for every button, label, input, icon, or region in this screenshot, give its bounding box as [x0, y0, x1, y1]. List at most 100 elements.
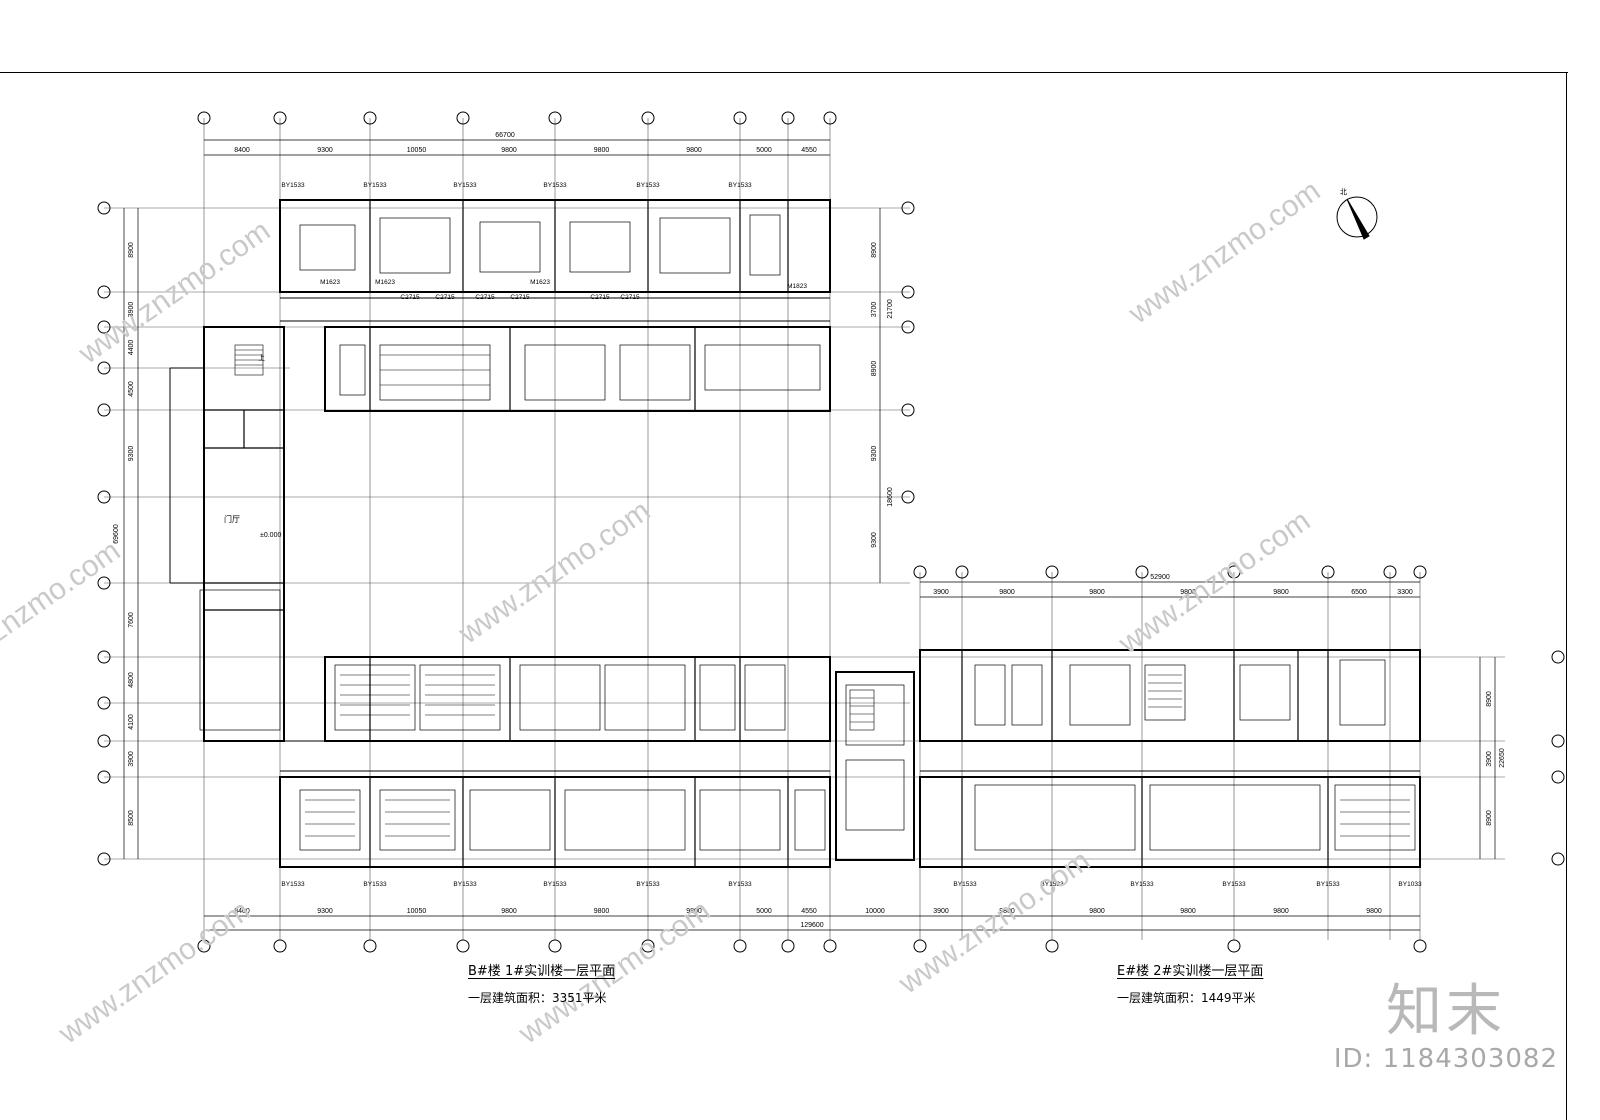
b-left-total: 69600 — [113, 524, 120, 544]
b-grid-bubbles-left — [97, 201, 111, 866]
b-top-dim: 9800 — [501, 147, 517, 154]
window-tag: BY1533 — [728, 182, 752, 189]
b-stairs — [234, 344, 875, 731]
b-grid-horizontal — [104, 207, 910, 860]
b-bottom-dim: 9800 — [501, 908, 517, 915]
e-top-dim: 9800 — [1089, 589, 1105, 596]
window-tag: BY1533 — [453, 182, 477, 189]
window-tag: BY1533 — [1130, 881, 1154, 888]
b-top-dim: 10050 — [407, 147, 427, 154]
b-room-partitions — [204, 200, 789, 867]
b-right-dim: 8900 — [871, 242, 878, 258]
corridor-tag: C2715 — [620, 294, 640, 301]
building-e-area: 一层建筑面积：1449平米 — [1117, 991, 1256, 1005]
b-right-dim: 3700 — [871, 302, 878, 318]
b-top-dim: 9800 — [686, 147, 702, 154]
site-watermark: www.znzmo.com — [72, 214, 276, 371]
b-left-dim: 7600 — [128, 612, 135, 628]
b-top-dim: 9300 — [317, 147, 333, 154]
e-bottom-dim: 3900 — [933, 908, 949, 915]
overall-bottom-total: 129600 — [800, 922, 823, 929]
building-e-title: E#楼 2#实训楼一层平面 — [1117, 964, 1264, 979]
e-grid-vertical — [919, 572, 1421, 940]
corridor-tag: C2715 — [510, 294, 530, 301]
watermark-id: ID: 1184303082 — [1333, 1044, 1558, 1074]
window-tag: BY1533 — [1316, 881, 1340, 888]
e-top-dim: 9800 — [999, 589, 1015, 596]
window-tag: BY1533 — [363, 182, 387, 189]
b-bottom-dim: 9800 — [594, 908, 610, 915]
b-walls — [203, 199, 915, 868]
site-watermark: www.znzmo.com — [1122, 174, 1326, 331]
b-bottom-dim: 4550 — [801, 908, 817, 915]
b-left-dim: 8500 — [128, 810, 135, 826]
b-bottom-dim: 5000 — [756, 908, 772, 915]
b-left-dim: 3900 — [128, 302, 135, 318]
e-top-dim: 3300 — [1397, 589, 1413, 596]
b-desk-hatch — [305, 354, 495, 837]
b-right-dim: 9300 — [871, 446, 878, 462]
b-left-dim: 8900 — [128, 242, 135, 258]
b-right-upper-total: 21700 — [887, 299, 894, 319]
e-top-dim: 9800 — [1273, 589, 1289, 596]
e-right-dim: 3900 — [1486, 751, 1493, 767]
e-desk-hatch — [1148, 674, 1410, 837]
corridor-tag: C2715 — [590, 294, 610, 301]
b-left-dim: 4400 — [128, 340, 135, 356]
window-tag: BY1533 — [636, 881, 660, 888]
e-bottom-dim: 9800 — [1089, 908, 1105, 915]
window-tag: BY1533 — [363, 881, 387, 888]
door-tag: M1623 — [530, 279, 550, 286]
b-top-total: 66700 — [495, 132, 515, 139]
e-bottom-dim: 10000 — [865, 908, 885, 915]
corridor-tag: C2715 — [475, 294, 495, 301]
lobby-label: 门厅 — [224, 514, 240, 524]
window-tags-bottom: BY1533 BY1533 BY1533 BY1533 BY1533 BY1533 BY15… — [281, 881, 1422, 888]
window-tag: BY1533 — [728, 881, 752, 888]
window-tag: BY1533 — [1222, 881, 1246, 888]
site-watermark: www.znzmo.com — [452, 494, 656, 651]
b-bottom-dim: 8400 — [234, 908, 250, 915]
b-bottom-dim: 10050 — [407, 908, 427, 915]
e-top-total: 52900 — [1150, 574, 1170, 581]
e-bottom-dim: 9800 — [1180, 908, 1196, 915]
b-top-dim: 4550 — [801, 147, 817, 154]
b-grid-bubbles-right — [901, 201, 915, 504]
e-right-dim: 8900 — [1486, 691, 1493, 707]
door-tag: M1623 — [320, 279, 340, 286]
corridor-tag: C2715 — [400, 294, 420, 301]
b-furniture — [199, 214, 905, 851]
e-grid-bubbles — [913, 565, 1565, 953]
e-top-dim: 9800 — [1180, 589, 1196, 596]
b-bottom-dim: 9300 — [317, 908, 333, 915]
e-top-dim: 3900 — [933, 589, 949, 596]
b-right-dim: 9300 — [871, 532, 878, 548]
b-left-dim: 4100 — [128, 714, 135, 730]
window-tag: BY1533 — [543, 881, 567, 888]
corridor-tag: C2715 — [435, 294, 455, 301]
e-partitions — [961, 650, 1329, 867]
e-bottom-dim: 9800 — [1273, 908, 1289, 915]
building-b-area: 一层建筑面积：3351平米 — [468, 991, 607, 1005]
building-b-title: B#楼 1#实训楼一层平面 — [468, 964, 616, 979]
e-top-dim: 6500 — [1351, 589, 1367, 596]
window-tag: BY1533 — [281, 182, 305, 189]
e-grid-horizontal — [910, 656, 1505, 860]
e-bottom-dim: 9800 — [1366, 908, 1382, 915]
b-top-dim: 5000 — [756, 147, 772, 154]
e-corridor-lines — [920, 740, 1420, 772]
e-walls — [919, 649, 1421, 868]
b-left-dim: 4800 — [128, 672, 135, 688]
sheet-frame-right — [1566, 72, 1567, 1120]
e-furniture — [974, 659, 1416, 851]
building-b-title-block: B#楼 1#实训楼一层平面 一层建筑面积：3351平米 — [468, 960, 615, 1006]
corridor-tags: C2715 C2715 C2715 C2715 C2715 C2715 — [400, 294, 640, 301]
